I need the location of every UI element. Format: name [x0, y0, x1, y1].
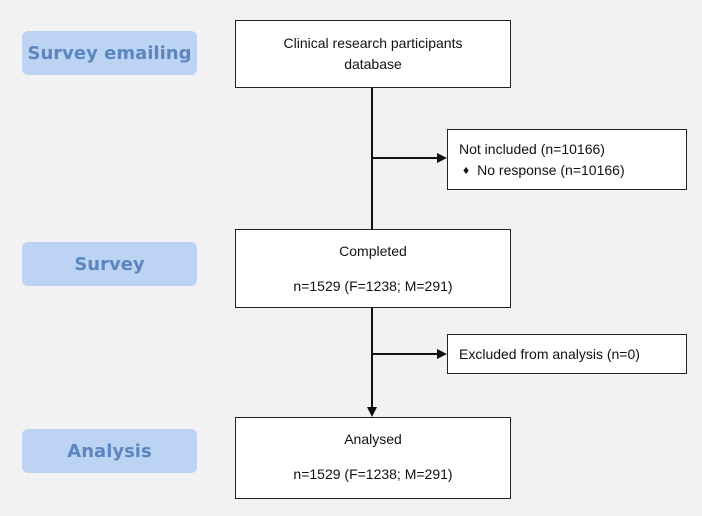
not-included-title: Not included (n=10166)	[459, 140, 605, 157]
phase-analysis-label: Analysis	[67, 440, 152, 462]
arrow-to-excluded-icon	[437, 349, 447, 359]
phase-survey-emailing-label: Survey emailing	[27, 42, 192, 64]
analysed-box-counts: n=1529 (F=1238; M=291)	[293, 466, 453, 482]
arrow-to-not-included-icon	[437, 153, 447, 163]
phase-survey: Survey	[22, 242, 197, 286]
not-included-reason: ♦ No response (n=10166)	[459, 160, 686, 181]
database-box: Clinical research participants database	[235, 20, 511, 88]
completed-box: Completed n=1529 (F=1238; M=291)	[235, 229, 511, 308]
phase-analysis: Analysis	[22, 429, 197, 473]
arrow-to-analysed-icon	[367, 407, 377, 417]
not-included-box: Not included (n=10166) ♦ No response (n=…	[447, 129, 687, 190]
database-box-line2: database	[344, 56, 402, 72]
phase-survey-emailing: Survey emailing	[22, 31, 197, 75]
connector-to-excluded	[371, 353, 437, 355]
connector-completed-analysed	[371, 307, 373, 407]
diamond-bullet-icon: ♦	[463, 162, 470, 177]
completed-box-title: Completed	[339, 243, 407, 259]
excluded-title: Excluded from analysis (n=0)	[459, 346, 640, 362]
database-box-line1: Clinical research participants	[283, 35, 463, 51]
completed-box-counts: n=1529 (F=1238; M=291)	[293, 278, 453, 294]
connector-to-not-included	[371, 157, 437, 159]
not-included-reason-label: No response (n=10166)	[477, 161, 625, 178]
analysed-box-title: Analysed	[344, 431, 402, 447]
analysed-box: Analysed n=1529 (F=1238; M=291)	[235, 417, 511, 499]
phase-survey-label: Survey	[74, 253, 145, 275]
excluded-box: Excluded from analysis (n=0)	[447, 334, 687, 374]
